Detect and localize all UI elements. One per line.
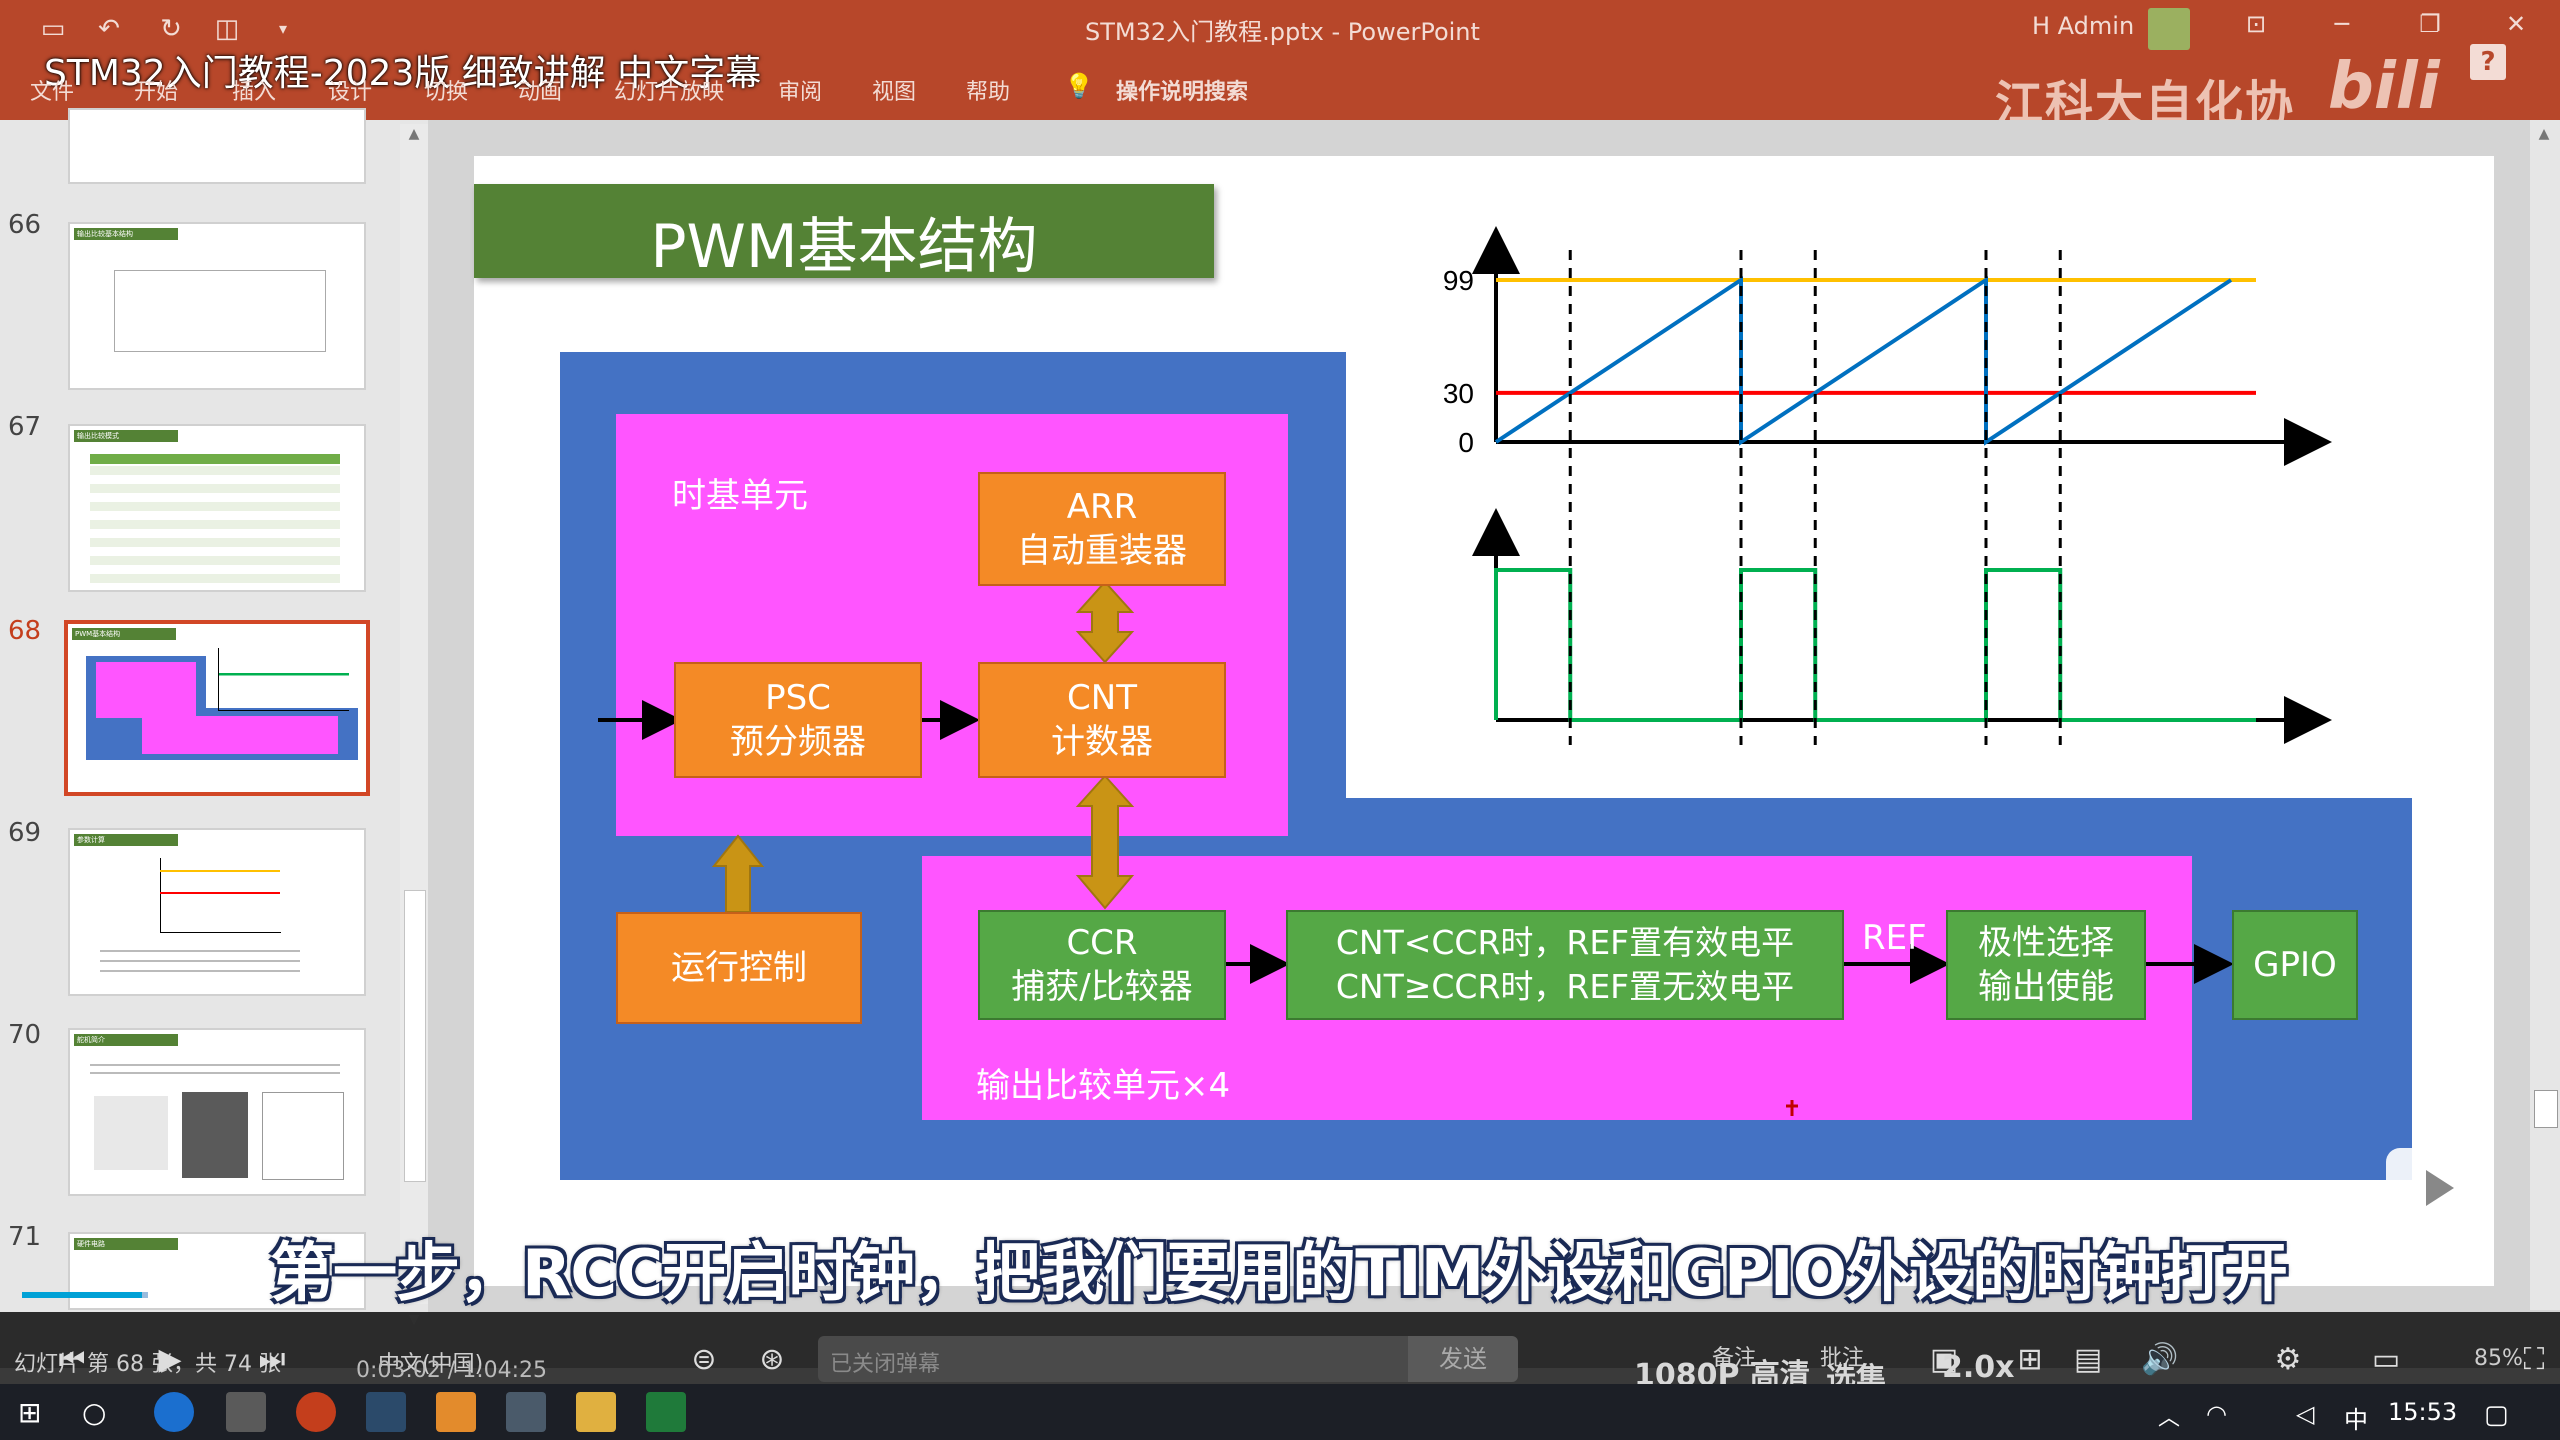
ref-label: REF xyxy=(1862,918,1927,958)
tray-chevron-icon[interactable]: ︿ xyxy=(2158,1400,2180,1432)
send-button[interactable]: 发送 xyxy=(1408,1336,1518,1382)
arr-cnt-double-arrow xyxy=(1078,582,1132,662)
cnt-label: CNT xyxy=(1067,676,1137,720)
cortana-icon[interactable]: ○ xyxy=(82,1396,106,1429)
slide-sorter-icon[interactable]: ⊞ xyxy=(2010,1340,2050,1380)
run-control-box[interactable]: 运行控制 xyxy=(616,912,862,1024)
danmu-settings-icon[interactable]: ⊛ xyxy=(752,1340,792,1380)
play-icon[interactable]: ▶ xyxy=(150,1340,190,1380)
excel-icon[interactable] xyxy=(646,1392,686,1432)
keil-icon[interactable] xyxy=(366,1392,406,1432)
run-control-arrow xyxy=(714,836,762,912)
network-icon[interactable]: ◠ xyxy=(2206,1400,2227,1428)
play-icon xyxy=(2426,1170,2454,1206)
y-tick-label: 30 xyxy=(1443,378,1474,409)
y-tick-label: 0 xyxy=(1458,427,1474,458)
photos-icon[interactable] xyxy=(506,1392,546,1432)
powerpoint-icon[interactable] xyxy=(296,1392,336,1432)
windows-start-icon[interactable]: ⊞ xyxy=(18,1396,41,1429)
pwm-output-waveform xyxy=(1496,570,2256,720)
psc-label: PSC xyxy=(765,676,831,720)
gpio-box[interactable]: GPIO xyxy=(2232,910,2358,1020)
edge-icon[interactable] xyxy=(154,1392,194,1432)
prev-icon[interactable]: ⏮ xyxy=(52,1340,92,1380)
output-enable-label: 输出使能 xyxy=(1978,965,2114,1009)
file-explorer-icon[interactable] xyxy=(576,1392,616,1432)
speed-selector[interactable]: 2.0x xyxy=(1942,1350,2015,1385)
danmu-placeholder: 已关闭弹幕 xyxy=(830,1346,940,1378)
arr-sublabel: 自动重装器 xyxy=(1017,529,1187,573)
notification-icon[interactable]: ▢ xyxy=(2484,1400,2509,1430)
taskbar-clock[interactable]: 15:53 xyxy=(2388,1398,2457,1426)
run-control-label: 运行控制 xyxy=(671,946,807,990)
mini-player-button[interactable] xyxy=(2386,1148,2486,1228)
compare-rule-1: CNT<CCR时，REF置有效电平 xyxy=(1336,921,1794,965)
loading-bar-fill xyxy=(22,1292,142,1298)
y-tick-label: 99 xyxy=(1443,265,1474,296)
reading-view-icon[interactable]: ▤ xyxy=(2068,1340,2108,1380)
counter-sawtooth xyxy=(1496,280,2231,442)
danmu-toggle-icon[interactable]: ⊜ xyxy=(684,1340,724,1380)
volume-icon[interactable]: 🔊 xyxy=(2140,1340,2180,1380)
compare-rule-2: CNT≥CCR时，REF置无效电平 xyxy=(1336,965,1794,1009)
fullscreen-icon[interactable]: ⛶ xyxy=(2514,1340,2554,1380)
ccr-label: CCR xyxy=(1066,921,1137,965)
settings-icon[interactable]: ⚙ xyxy=(2268,1340,2308,1380)
polarity-box[interactable]: 极性选择 输出使能 xyxy=(1946,910,2146,1020)
camera-app-icon[interactable] xyxy=(226,1392,266,1432)
next-icon[interactable]: ⏭ xyxy=(252,1340,292,1380)
ime-indicator[interactable]: 中 xyxy=(2344,1400,2368,1435)
pwm-waveform-chart[interactable]: 99 30 0 xyxy=(1400,220,2360,760)
arr-label: ARR xyxy=(1067,485,1138,529)
arr-box[interactable]: ARR 自动重装器 xyxy=(978,472,1226,586)
cnt-box[interactable]: CNT 计数器 xyxy=(978,662,1226,778)
playback-time: 0:03:02 / 1:04:25 xyxy=(356,1358,547,1383)
cnt-sublabel: 计数器 xyxy=(1051,720,1153,764)
app-icon[interactable] xyxy=(436,1392,476,1432)
ccr-box[interactable]: CCR 捕获/比较器 xyxy=(978,910,1226,1020)
widescreen-icon[interactable]: ▭ xyxy=(2366,1340,2406,1380)
ccr-sublabel: 捕获/比较器 xyxy=(1011,965,1192,1009)
danmu-input[interactable]: 已关闭弹幕 xyxy=(818,1336,1408,1382)
psc-box[interactable]: PSC 预分频器 xyxy=(674,662,922,778)
gpio-label: GPIO xyxy=(2253,943,2337,987)
cnt-ccr-double-arrow xyxy=(1078,776,1132,908)
video-subtitle: 第一步，RCC开启时钟，把我们要用的TIM外设和GPIO外设的时钟打开 xyxy=(270,1222,2287,1314)
psc-sublabel: 预分频器 xyxy=(730,720,866,764)
compare-logic-box[interactable]: CNT<CCR时，REF置有效电平 CNT≥CCR时，REF置无效电平 xyxy=(1286,910,1844,1020)
speaker-icon[interactable]: ◁ xyxy=(2296,1400,2314,1428)
polarity-label: 极性选择 xyxy=(1978,921,2114,965)
